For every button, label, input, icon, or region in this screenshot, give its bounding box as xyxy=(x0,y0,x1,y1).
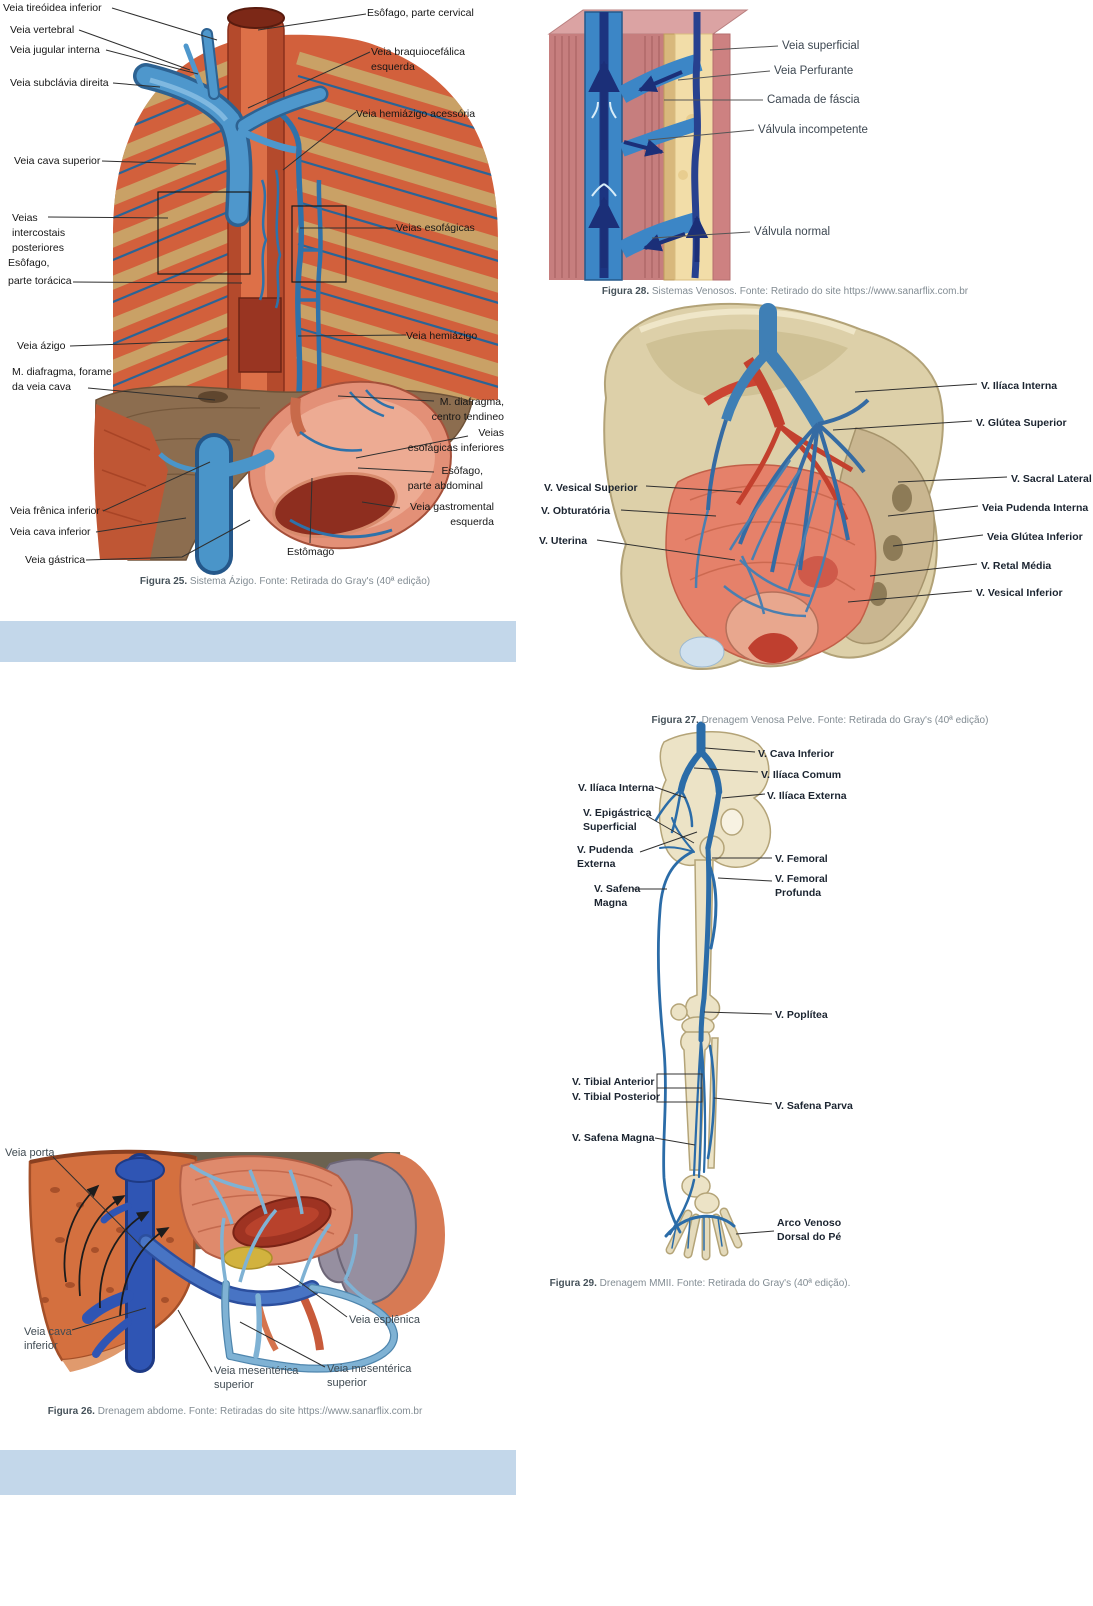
fig25-label-veia-tireoidea-inferior: Veia tireóidea inferior xyxy=(3,2,102,14)
fig25-caption: Figura 25. Sistema Ázigo. Fonte: Retirad… xyxy=(139,576,431,587)
fig25-label-esofago-parte-abdominal: Esôfago, parte abdominal xyxy=(407,465,483,492)
fig28-label-valvula-incompetente: Válvula incompetente xyxy=(758,124,868,136)
fig27-label-uterina: V. Uterina xyxy=(539,535,588,547)
fig25-thorax-illustration xyxy=(47,7,498,575)
fig27-leader-lines xyxy=(596,383,1008,603)
fig25-label-veia-braquiocefalica-esquerda: Veia braquiocefálica esquerda xyxy=(371,46,465,73)
highlight-bar-bottom xyxy=(0,1450,516,1495)
fig29-label-safena-parva: V. Safena Parva xyxy=(775,1100,853,1112)
fig29-label-iliaca-interna: V. Ilíaca Interna xyxy=(578,782,655,794)
fig26-label-veia-esplenica: Veia esplênica xyxy=(349,1314,420,1326)
fig29-label-femoral-profunda: V. Femoral Profunda xyxy=(775,873,828,899)
fig25-label-estomago: Estômago xyxy=(287,546,335,558)
fig27-label-retal-media: V. Retal Média xyxy=(981,560,1052,572)
fig25-label-veia-gastromental-esquerda: Veia gastromental esquerda xyxy=(409,501,494,528)
fig25-label-esofago-parte-toracica: Esôfago, parte torácica xyxy=(8,257,72,287)
fig29-label-pudenda-externa: V. Pudenda Externa xyxy=(577,844,634,870)
fig25-label-veia-jugular-interna: Veia jugular interna xyxy=(10,44,100,56)
fig25-label-veia-hemiazigo-acessoria: Veia hemiázigo acessória xyxy=(356,108,476,120)
fig29-label-cava-inferior: V. Cava Inferior xyxy=(758,748,835,760)
fig27-pelvis-illustration xyxy=(596,302,1008,670)
fig25-label-veias-intercostais-posteriores: Veias intercostais posteriores xyxy=(12,212,66,254)
fig25-label-diafragma-centro-tendineo: M. diafragma, centro tendineo xyxy=(431,396,504,423)
fig25-label-veia-frenica-inferior: Veia frênica inferior xyxy=(10,505,100,517)
fig28-vein-block-illustration xyxy=(547,9,779,281)
fig28-label-veia-superficial: Veia superficial xyxy=(782,40,860,52)
fig25-label-veia-cava-inferior: Veia cava inferior xyxy=(10,526,91,538)
fig25-label-veia-cava-superior: Veia cava superior xyxy=(14,155,101,167)
fig26-caption: Figura 26. Drenagem abdome. Fonte: Retir… xyxy=(47,1406,423,1417)
fig26-label-veia-cava-inferior: Veia cava inferior xyxy=(24,1326,72,1352)
fig25-label-veia-subclavia-direita: Veia subclávia direita xyxy=(10,77,109,89)
fig28-caption: Figura 28. Sistemas Venosos. Fonte: Reti… xyxy=(601,286,969,297)
fig29-leg-illustration xyxy=(633,721,775,1261)
fig27-label-pudenda-interna: Veia Pudenda Interna xyxy=(982,502,1089,514)
fig25-label-esofago-parte-cervical: Esôfago, parte cervical xyxy=(367,7,474,19)
fig29-label-safena-magna: V. Safena Magna xyxy=(594,883,641,909)
fig29-label-tibial-posterior: V. Tibial Posterior xyxy=(572,1091,661,1103)
fig29-label-poplitea: V. Poplítea xyxy=(775,1009,828,1021)
fig29-label-safena-magna-distal: V. Safena Magna xyxy=(572,1132,655,1144)
fig26-abdomen-illustration xyxy=(28,1149,445,1373)
fig27-label-glutea-inferior: Veia Glútea Inferior xyxy=(987,531,1083,543)
fig28-leader-lines xyxy=(647,45,779,239)
fig29-label-iliaca-externa: V. Ilíaca Externa xyxy=(767,790,847,802)
fig27-caption: Figura 27. Drenagem Venosa Pelve. Fonte:… xyxy=(651,715,989,726)
fig25-label-veias-esofagicas-inferiores: Veias esofágicas inferiores xyxy=(407,427,504,454)
fig28-label-veia-perfurante: Veia Perfurante xyxy=(774,65,854,77)
fig27-label-vesical-superior: V. Vesical Superior xyxy=(544,482,638,494)
fig25-label-diafragma-forame: M. diafragma, forame da veia cava xyxy=(12,366,112,393)
fig25-leader-lines xyxy=(47,7,469,561)
fig27-label-iliaca-interna: V. Ilíaca Interna xyxy=(981,380,1058,392)
fig26-leader-lines xyxy=(52,1156,348,1373)
highlight-bar-top xyxy=(0,621,516,662)
fig29-caption: Figura 29. Drenagem MMII. Fonte: Retirad… xyxy=(549,1278,851,1289)
fig27-label-sacral-lateral: V. Sacral Lateral xyxy=(1011,473,1092,485)
fig29-label-arco-venoso-dorsal: Arco Venoso Dorsal do Pé xyxy=(777,1217,842,1243)
fig26-label-veia-porta: Veia porta xyxy=(5,1147,55,1159)
fig27-label-glutea-superior: V. Glútea Superior xyxy=(976,417,1067,429)
fig27-label-obturatoria: V. Obturatória xyxy=(541,505,611,517)
fig27-label-vesical-inferior: V. Vesical Inferior xyxy=(976,587,1063,599)
fig25-label-veias-esofagicas: Veias esofágicas xyxy=(396,222,475,234)
fig26-label-mesenterica-superior-dir: Veia mesentérica superior xyxy=(327,1363,412,1389)
fig29-leader-lines xyxy=(633,747,775,1235)
fig25-label-veia-vertebral: Veia vertebral xyxy=(10,24,75,36)
fig26-label-mesenterica-superior-esq: Veia mesentérica superior xyxy=(214,1365,299,1391)
fig25-label-veia-gastrica: Veia gástrica xyxy=(25,554,86,566)
fig28-label-camada-de-fascia: Camada de fáscia xyxy=(767,94,860,106)
fig28-label-valvula-normal: Válvula normal xyxy=(754,226,831,238)
fig29-label-tibial-anterior: V. Tibial Anterior xyxy=(572,1076,655,1088)
fig29-label-iliaca-comum: V. Ilíaca Comum xyxy=(761,769,842,781)
fig29-label-epigastrica-superficial: V. Epigástrica Superficial xyxy=(583,807,652,833)
fig25-label-veia-hemiazigo: Veia hemiázigo xyxy=(406,330,478,342)
fig25-label-veia-azigo: Veia ázigo xyxy=(17,340,66,352)
fig29-label-femoral: V. Femoral xyxy=(775,853,828,865)
